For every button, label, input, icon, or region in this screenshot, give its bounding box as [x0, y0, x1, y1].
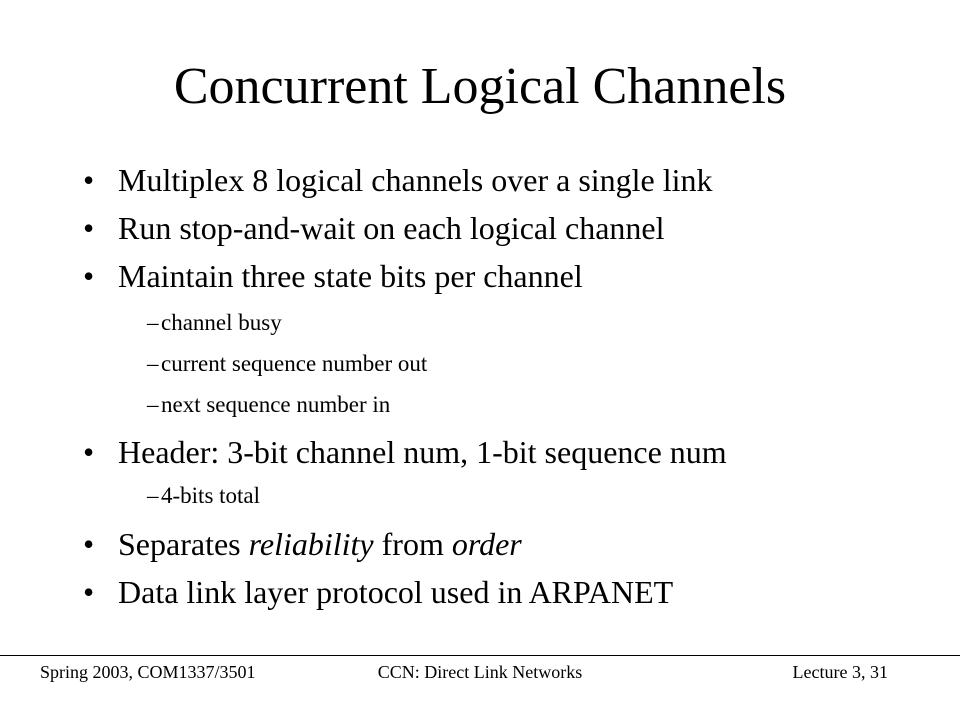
bullet-glyph: • [83, 574, 95, 610]
bullet-text: Header: 3-bit channel num, 1-bit sequenc… [118, 434, 727, 470]
bullet-text: Maintain three state bits per channel [118, 258, 583, 294]
dash-glyph: – [147, 392, 159, 417]
bullet-text: Data link layer protocol used in ARPANET [118, 574, 674, 610]
emphasis-order: order [451, 526, 522, 562]
text-run: Separates [118, 526, 249, 562]
dash-glyph: – [147, 483, 159, 508]
sub-bullet-text: next sequence number in [161, 392, 391, 417]
sub-bullet-text: channel busy [161, 310, 282, 335]
page-title: Concurrent Logical Channels [173, 58, 787, 115]
bullet-text: Run stop-and-wait on each logical channe… [118, 210, 665, 246]
dash-glyph: – [147, 351, 159, 376]
sub-bullet-text: 4-bits total [161, 483, 261, 508]
footer-left: Spring 2003, COM1337/3501 [40, 662, 256, 682]
dash-glyph: – [147, 310, 159, 335]
bullet-glyph: • [83, 526, 95, 562]
bullet-text: Multiplex 8 logical channels over a sing… [118, 162, 713, 198]
bullet-glyph: • [83, 434, 95, 470]
footer-divider [0, 655, 960, 656]
sub-bullet-text: current sequence number out [161, 351, 428, 376]
footer-center: CCN: Direct Link Networks [377, 662, 583, 682]
emphasis-reliability: reliability [248, 526, 374, 562]
bullet-text: Separates reliability from order [118, 528, 522, 560]
footer-right: Lecture 3, 31 [792, 662, 888, 682]
bullet-glyph: • [83, 258, 95, 294]
text-run: from [373, 526, 452, 562]
bullet-glyph: • [83, 162, 95, 198]
bullet-glyph: • [83, 210, 95, 246]
